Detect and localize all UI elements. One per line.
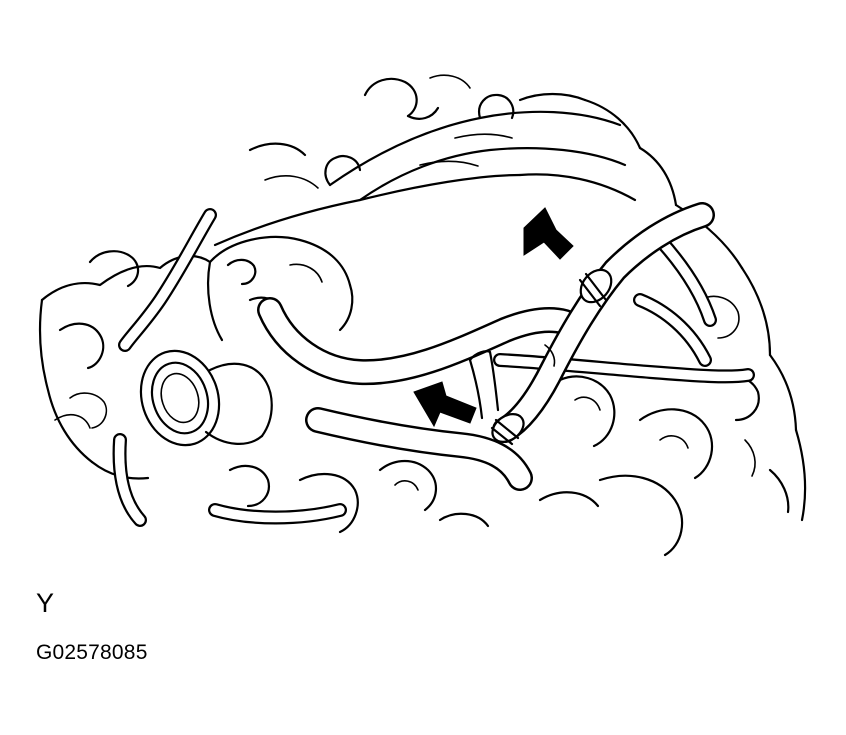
upper-clamp — [578, 268, 613, 308]
upper-hose-clamp-arrow — [523, 207, 574, 260]
view-label: Y — [36, 588, 55, 618]
lower-clamp — [490, 413, 525, 446]
throttle-body — [207, 235, 354, 342]
engine-lower — [228, 375, 616, 534]
main-hose — [257, 297, 578, 491]
lower-hose-clamp-arrow — [413, 381, 477, 428]
intake-manifold — [213, 74, 678, 247]
throttle-inlet-ring — [139, 349, 273, 447]
vacuum-lines — [112, 208, 755, 527]
bracket — [468, 350, 500, 420]
target-hose — [492, 202, 715, 443]
engine-illustration — [38, 74, 807, 557]
figure-id: G02578085 — [36, 641, 148, 664]
